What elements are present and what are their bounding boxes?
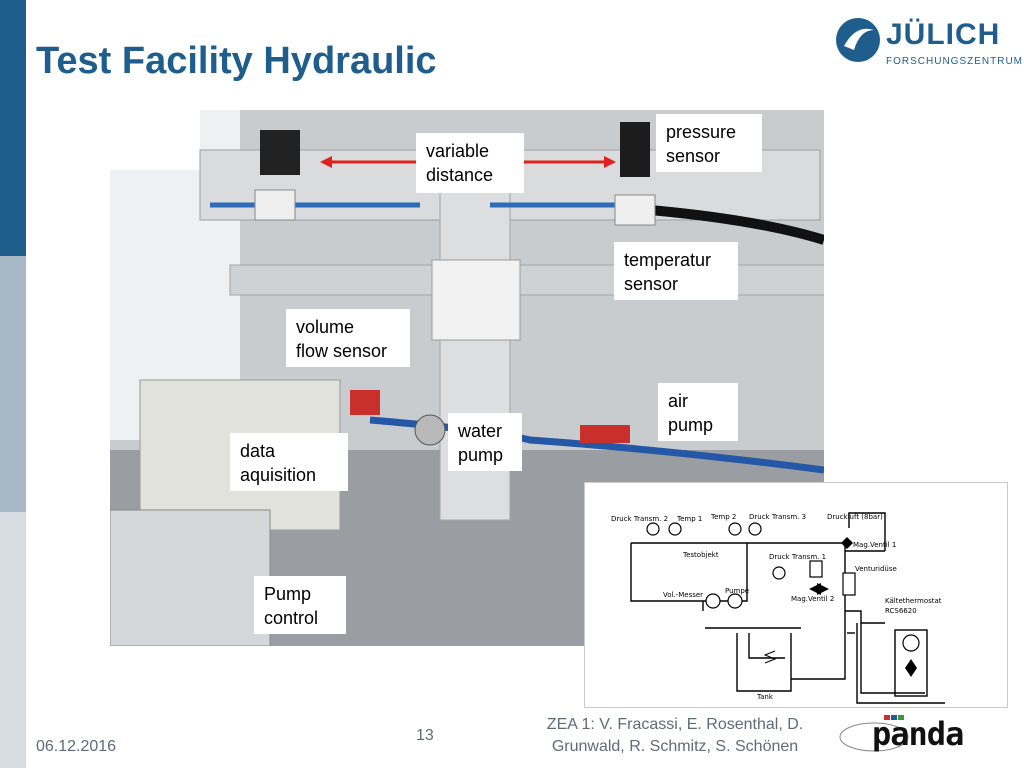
- label-vol-messer: Vol.-Messer: [663, 591, 704, 599]
- label-mag-ventil-1: Mag.Ventil 1: [853, 541, 897, 549]
- accent-bar-bottom: [0, 512, 26, 768]
- juelich-logo-mark: [836, 18, 880, 62]
- label-mag-ventil-2: Mag.Ventil 2: [791, 595, 835, 603]
- footer-date: 06.12.2016: [36, 738, 117, 755]
- callout-pressure-sensor: pressure sensor: [656, 114, 762, 172]
- panda-logo: panda: [838, 713, 1004, 753]
- panda-logo-mark: [839, 715, 909, 752]
- hydraulic-schematic: Druck Transm. 2 Temp 1 Temp 2 Druck Tran…: [584, 482, 1008, 708]
- callout-volume-flow-sensor: volume flow sensor: [286, 309, 410, 367]
- callout-variable-distance: variable distance: [416, 133, 524, 193]
- juelich-logo-subtext: FORSCHUNGSZENTRUM: [886, 56, 1023, 67]
- schematic-lines: [630, 512, 945, 704]
- juelich-logo-text: JÜLICH: [886, 18, 1001, 51]
- label-temp-1: Temp 1: [677, 515, 703, 523]
- callout-temperatur-sensor: temperatur sensor: [614, 242, 738, 300]
- label-rcs6620: RCS6620: [885, 607, 917, 615]
- accent-bar-middle: [0, 256, 26, 512]
- label-tank: Tank: [757, 693, 773, 701]
- callout-pump-control: Pump control: [254, 576, 346, 634]
- footer-credits: ZEA 1: V. Fracassi, E. Rosenthal, D. Gru…: [546, 716, 804, 755]
- label-testobjekt: Testobjekt: [683, 551, 719, 559]
- label-druck-transm-3: Druck Transm. 3: [749, 513, 807, 521]
- label-druckluft: Druckluft (8bar): [827, 513, 883, 521]
- callout-air-pump: air pump: [658, 383, 738, 441]
- label-pumpe: Pumpe: [725, 587, 750, 595]
- slide-title: Test Facility Hydraulic: [36, 40, 437, 82]
- page-number: 13: [416, 727, 434, 744]
- label-druck-transm-1: Druck Transm. 1: [769, 553, 827, 561]
- label-kaeltethermostat: Kältethermostat: [885, 597, 942, 605]
- panda-logo-text: panda: [872, 715, 964, 753]
- callout-data-aquisition: data aquisition: [230, 433, 348, 491]
- juelich-logo: JÜLICH FORSCHUNGSZENTRUM: [834, 12, 1022, 76]
- label-temp-2: Temp 2: [711, 513, 737, 521]
- accent-bar-top: [0, 0, 26, 256]
- label-druck-transm-2: Druck Transm. 2: [611, 515, 669, 523]
- callout-water-pump: water pump: [448, 413, 522, 471]
- label-venturiduese: Venturidüse: [855, 565, 897, 573]
